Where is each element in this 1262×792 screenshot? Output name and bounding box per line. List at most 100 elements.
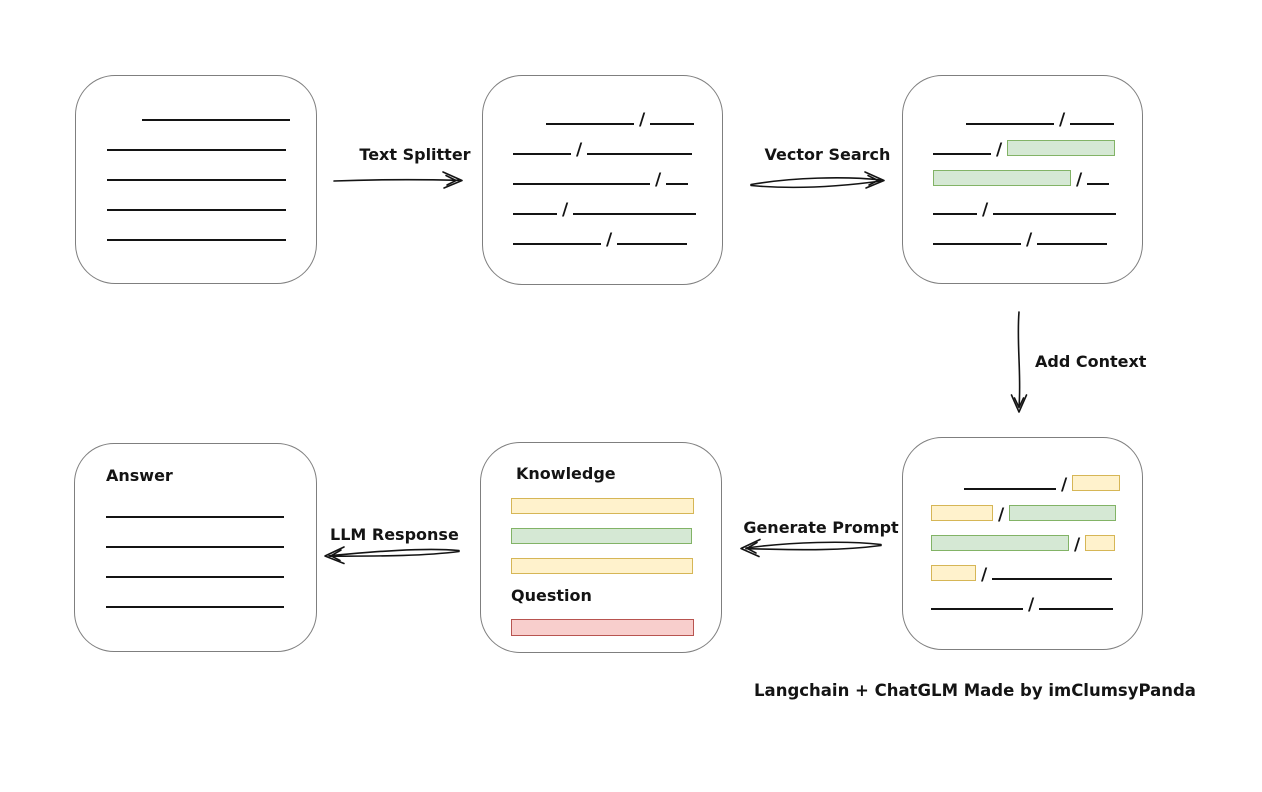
text-line [650, 123, 695, 125]
text-line [513, 153, 571, 155]
segment-row [107, 182, 316, 212]
segment-row [106, 519, 316, 549]
text-line [106, 516, 284, 518]
slash-separator: / [1076, 170, 1083, 190]
llm-response-arrow [324, 546, 460, 565]
text-line [992, 578, 1113, 580]
text-line [933, 243, 1021, 245]
text-line [933, 153, 991, 155]
slash-separator: / [1061, 475, 1068, 495]
text-line [573, 213, 697, 215]
segment-row: / [933, 186, 1142, 220]
text-line [933, 213, 977, 215]
highlight-chunk-yellow [931, 565, 976, 581]
slash-separator: / [1074, 535, 1081, 555]
segment-row: / [513, 186, 722, 219]
split-chunks-box: ///// [482, 75, 723, 285]
slash-separator: / [655, 170, 662, 190]
text-line [106, 546, 284, 548]
text-line [993, 213, 1117, 215]
segment-row [107, 122, 316, 152]
segment-row: / [933, 216, 1142, 250]
highlight-chunk-yellow [511, 558, 693, 574]
text-line [666, 183, 689, 185]
segment-row [511, 514, 721, 544]
highlight-chunk-green [1009, 505, 1117, 521]
segment-row: / [931, 461, 1142, 495]
highlight-chunk-green [933, 170, 1071, 186]
text-line [142, 119, 290, 121]
highlight-chunk-yellow [511, 498, 694, 514]
segment-row: / [933, 156, 1142, 190]
slash-separator: / [981, 565, 988, 585]
segment-row: / [931, 521, 1142, 555]
answer-title: Answer [106, 466, 173, 485]
text-line [1070, 123, 1115, 125]
retrieved-chunks-box: / / / / / [902, 75, 1143, 284]
text-line [107, 149, 286, 151]
highlight-chunk-red [511, 619, 694, 636]
vector-search-arrow [750, 171, 885, 189]
segment-row: / [931, 491, 1142, 524]
segment-row: / [933, 96, 1142, 130]
text-line [1037, 243, 1108, 245]
segment-row [511, 544, 721, 574]
slash-separator: / [996, 140, 1003, 160]
slash-separator: / [1028, 595, 1035, 615]
highlight-chunk-green [1007, 140, 1116, 156]
knowledge-bars [511, 484, 721, 574]
segment-row: / [513, 156, 722, 190]
text-line [513, 213, 557, 215]
slash-separator: / [606, 230, 613, 250]
question-bar [511, 606, 721, 636]
segment-row [107, 92, 316, 122]
text-line [546, 123, 634, 125]
text-line [587, 153, 693, 155]
knowledge-label: Knowledge [516, 464, 616, 483]
text-line [513, 243, 601, 245]
segment-row [106, 579, 316, 609]
segment-row: / [513, 96, 722, 130]
document-box [75, 75, 317, 284]
answer-lines [106, 489, 316, 609]
highlight-chunk-green [931, 535, 1069, 551]
llm-response-label: LLM Response [330, 525, 459, 544]
segment-row [107, 152, 316, 182]
text-line [617, 243, 688, 245]
segment-row [106, 489, 316, 519]
generate-prompt-arrow [740, 538, 882, 558]
text-splitter-arrow [333, 171, 463, 189]
vector-search-label: Vector Search [764, 145, 891, 164]
text-line [106, 576, 284, 578]
text-splitter-label: Text Splitter [359, 145, 471, 164]
text-line [1039, 608, 1114, 610]
add-context-label: Add Context [1035, 352, 1147, 371]
slash-separator: / [1059, 110, 1066, 130]
highlight-chunk-yellow [1072, 475, 1121, 491]
diagram-caption: Langchain + ChatGLM Made by imClumsyPand… [754, 681, 1196, 700]
context-chunks-box: ///// [902, 437, 1143, 650]
slash-separator: / [639, 110, 646, 130]
text-line [964, 488, 1056, 490]
highlight-chunk-yellow [1085, 535, 1116, 551]
slash-separator: / [576, 140, 583, 160]
add-context-arrow [1010, 311, 1028, 413]
segment-row: / [513, 216, 722, 250]
text-line [107, 179, 286, 181]
text-line [513, 183, 650, 185]
segment-row: / [931, 581, 1142, 615]
text-line [931, 608, 1023, 610]
highlight-chunk-yellow [931, 505, 993, 521]
segment-row [107, 212, 316, 242]
segment-row [106, 549, 316, 579]
segment-row: / [513, 126, 722, 160]
slash-separator: / [1026, 230, 1033, 250]
segment-row [511, 484, 721, 514]
answer-box: Answer [74, 443, 317, 652]
text-line [966, 123, 1054, 125]
slash-separator: / [982, 200, 989, 220]
highlight-chunk-green [511, 528, 692, 544]
segment-row: / [933, 126, 1142, 160]
text-line [107, 239, 286, 241]
